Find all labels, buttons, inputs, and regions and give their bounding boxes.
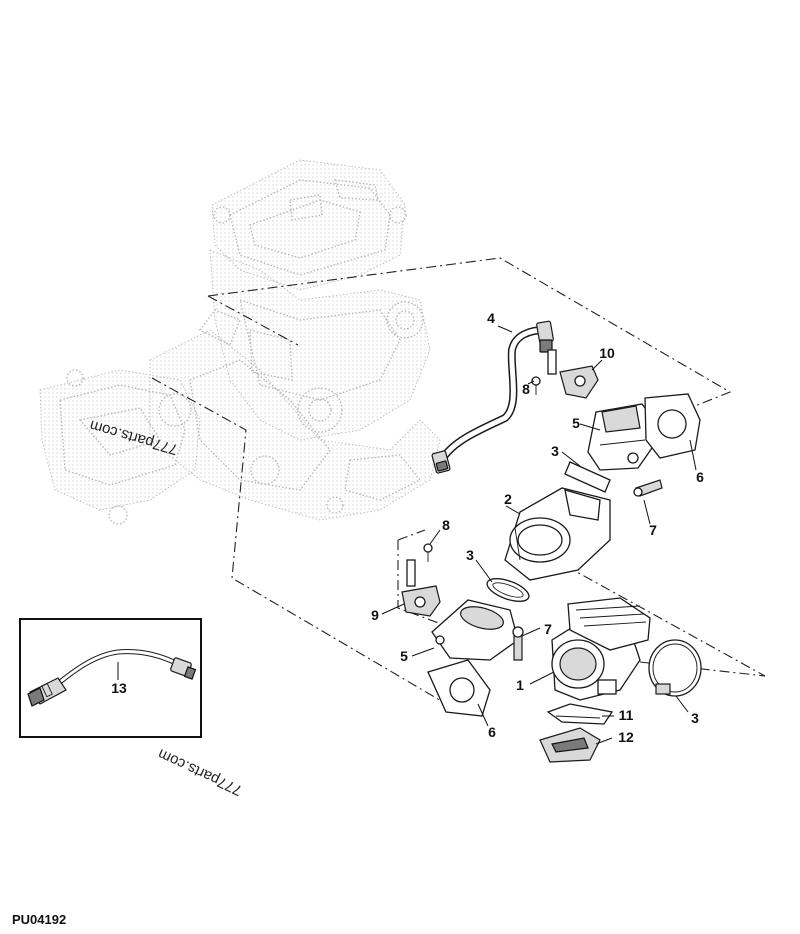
callout-10: 10	[599, 345, 615, 361]
part-5-injector-holder-upper[interactable]	[587, 403, 655, 471]
assembly-guide-lines	[151, 257, 766, 713]
watermark-lower: 777parts.com	[155, 745, 245, 799]
part-11-cover[interactable]	[546, 703, 614, 725]
callout-3-middle: 3	[466, 547, 474, 563]
callout-9: 9	[371, 607, 379, 623]
callout-3-upper: 3	[551, 443, 559, 459]
callout-1: 1	[516, 677, 524, 693]
part-5-injector-holder-lower[interactable]	[431, 599, 519, 661]
callout-5-upper: 5	[572, 415, 580, 431]
part-7-screw-upper[interactable]	[633, 479, 663, 497]
part-1-throttle-body[interactable]	[551, 597, 651, 701]
callout-2: 2	[504, 491, 512, 507]
callout-12: 12	[618, 729, 634, 745]
part-3-clamp-lower[interactable]	[648, 639, 702, 697]
engine-illustration	[39, 159, 441, 525]
part-10-injector[interactable]	[547, 349, 599, 399]
reference-code: PU04192	[12, 912, 66, 927]
part-3-sleeve-upper[interactable]	[564, 461, 611, 493]
part-7-screw-lower[interactable]	[512, 626, 524, 661]
callout-11: 11	[619, 707, 634, 723]
callout-6-lower: 6	[488, 724, 496, 740]
part-2-intake-manifold[interactable]	[504, 487, 611, 581]
callout-8-upper: 8	[522, 381, 530, 397]
callout-4: 4	[487, 310, 495, 326]
inset-box-part-13: 13	[19, 618, 202, 738]
part-8-bolt-lower[interactable]	[423, 543, 433, 562]
part-6-gasket-lower[interactable]	[427, 659, 491, 717]
callout-7-lower: 7	[544, 621, 552, 637]
part-3-ring-middle[interactable]	[484, 574, 532, 606]
leader-lines	[381, 325, 697, 745]
part-9-injector[interactable]	[401, 559, 441, 617]
part-13-oxygen-sensor[interactable]	[27, 649, 197, 707]
callout-8-lower: 8	[442, 517, 450, 533]
part-6-gasket-upper[interactable]	[644, 393, 701, 459]
part-12-cover-lower[interactable]	[539, 727, 601, 763]
callout-numbers: 1 2 3 3 3 4 5 5 6 6 7 7 8 8 9 10 11 12	[371, 310, 704, 745]
part-4-fuel-hose[interactable]	[431, 320, 554, 474]
callout-3-lower: 3	[691, 710, 699, 726]
callout-6-upper: 6	[696, 469, 704, 485]
callout-13: 13	[111, 680, 127, 696]
callout-5-lower: 5	[400, 648, 408, 664]
part-8-bolt-upper[interactable]	[531, 376, 541, 395]
callout-7-upper: 7	[649, 522, 657, 538]
